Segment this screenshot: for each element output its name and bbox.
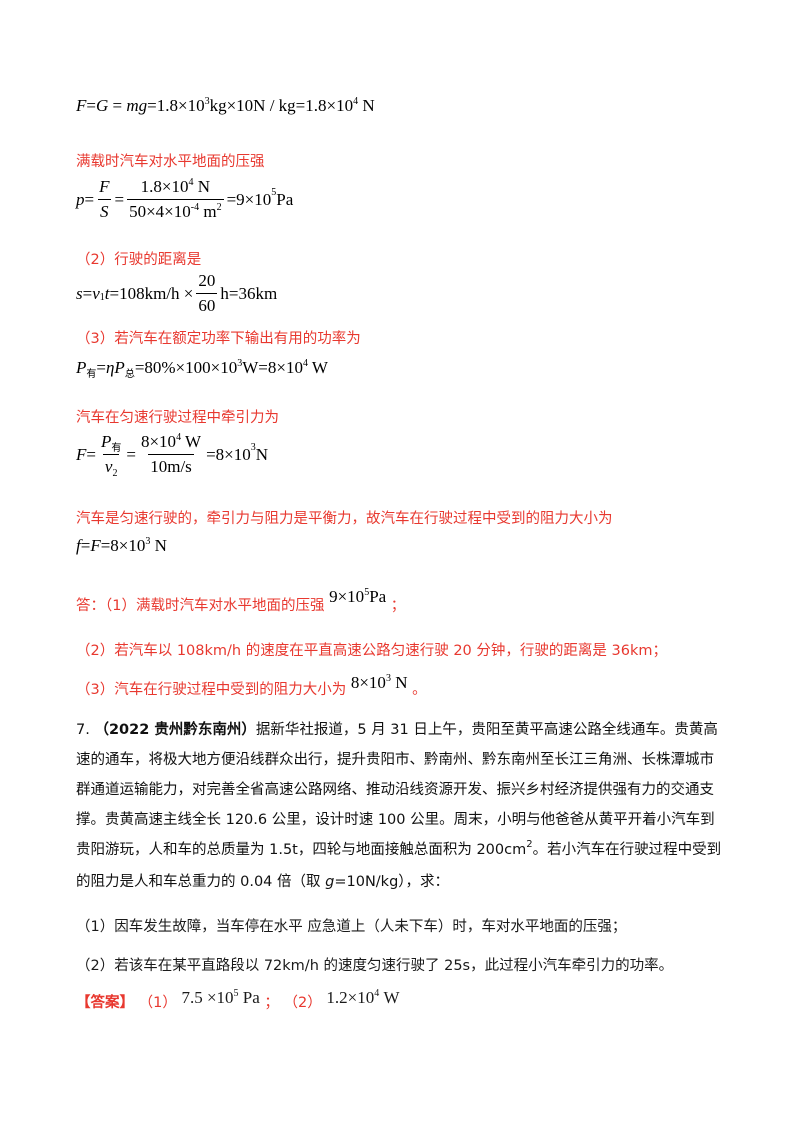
traction-heading: 汽车在匀速行驶过程中牵引力为	[76, 410, 279, 426]
sub-question-2: （2）若该车在某平直路段以 72km/h 的速度匀速行驶了 25s，此过程小汽车…	[76, 958, 674, 974]
sub-question-1: （1）因车发生故障，当车停在水平 应急道上（人未下车）时，车对水平地面的压强；	[76, 919, 627, 935]
friction-equation: f=F=8×103 N	[76, 536, 167, 555]
answer-line-1: 答：（1）满载时汽车对水平地面的压强 9×105Pa ；	[76, 587, 406, 614]
power-heading: （3）若汽车在额定功率下输出有用的功率为	[76, 331, 361, 347]
pressure-heading: 满载时汽车对水平地面的压强	[76, 154, 265, 170]
power-equation: P有=ηP总=80%×100×103W=8×104 W	[76, 358, 328, 380]
weight-equation: F=G = mg=1.8×103kg×10N / kg=1.8×104 N	[76, 96, 375, 115]
distance-heading: （2）行驶的距离是	[76, 252, 202, 268]
answer-label: 【答案】	[76, 995, 134, 1011]
answer-line-2: （2）若汽车以 108km/h 的速度在平直高速公路匀速行驶 20 分钟，行驶的…	[76, 643, 667, 659]
answer-line-3: （3）汽车在行驶过程中受到的阻力大小为 8×103 N 。	[76, 673, 427, 698]
balance-text: 汽车是匀速行驶的，牵引力与阻力是平衡力，故汽车在行驶过程中受到的阻力大小为	[76, 511, 613, 527]
question-source: （2022 贵州黔东南州）	[94, 722, 256, 738]
answer-row: 【答案】 （1） 7.5 ×105 Pa ； （2） 1.2×104 W	[76, 988, 400, 1011]
question-7-body: 7. （2022 贵州黔东南州）据新华社报道，5 月 31 日上午，贵阳至黄平高…	[76, 722, 722, 890]
